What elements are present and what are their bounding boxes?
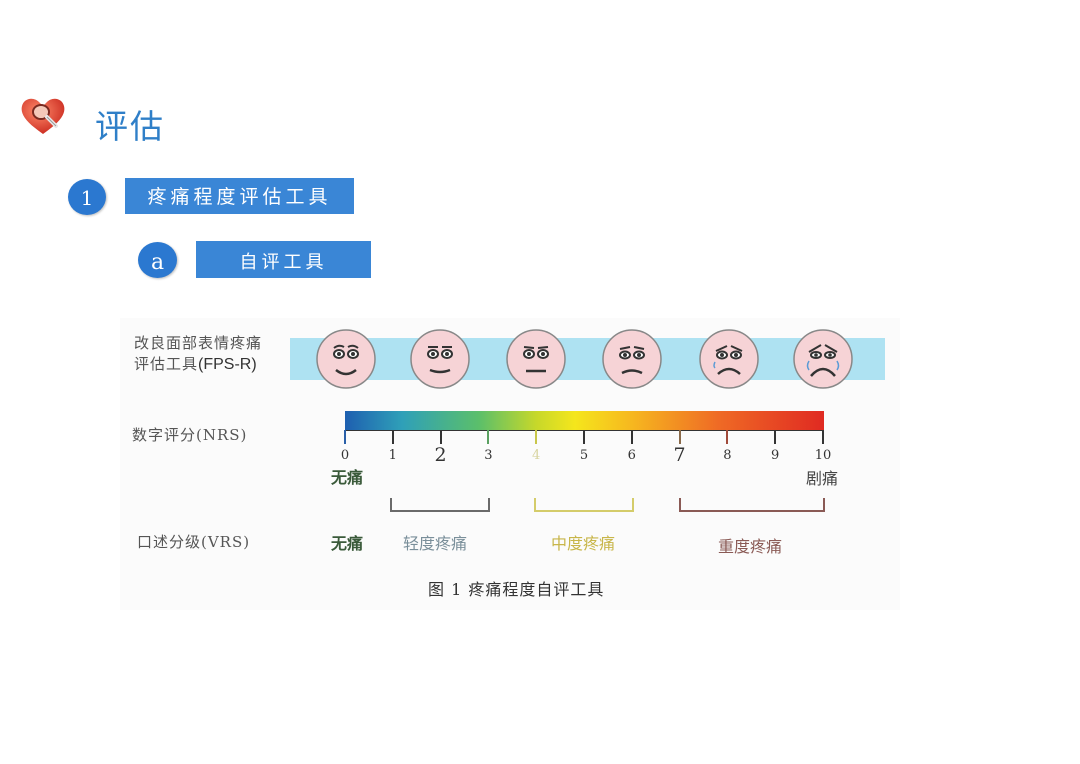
nrs-label: 数字评分(NRS) (132, 426, 248, 444)
face-6-icon (601, 328, 663, 390)
nrs-tick-10 (822, 430, 824, 444)
nrs-tick-6 (630, 430, 633, 444)
severe-bracket (679, 498, 825, 512)
heart-magnifier-icon (18, 94, 68, 136)
face-8-icon (698, 328, 760, 390)
nrs-tick-8 (726, 430, 729, 444)
fps-label-suffix: (FPS-R) (198, 356, 257, 373)
nrs-tick-5 (583, 430, 585, 444)
nrs-number-7: 7 (673, 444, 686, 466)
nrs-tick-2 (439, 430, 442, 444)
nrs-worst-pain-label: 剧痛 (806, 469, 839, 488)
moderate-bracket (534, 498, 634, 512)
nrs-number-5: 5 (579, 448, 589, 463)
subsection-letter-badge: a (138, 242, 177, 278)
vrs-severe: 重度疼痛 (718, 537, 783, 556)
nrs-tick-3 (487, 430, 490, 444)
nrs-no-pain-label: 无痛 (331, 468, 364, 487)
nrs-tick-0 (344, 430, 346, 444)
face-4-icon (505, 328, 567, 390)
fps-r-label: 改良面部表情疼痛 评估工具(FPS-R) (134, 333, 262, 375)
fps-label-line2: 评估工具 (134, 355, 199, 373)
vrs-none: 无痛 (331, 534, 364, 553)
faces-band (290, 338, 885, 380)
nrs-tick-9 (774, 430, 777, 444)
nrs-number-1: 1 (388, 448, 397, 463)
nrs-number-4: 4 (532, 448, 541, 463)
page-title: 评估 (95, 107, 165, 146)
face-10-icon (792, 328, 854, 390)
nrs-number-10: 10 (814, 448, 832, 463)
nrs-number-2: 2 (434, 444, 447, 466)
nrs-tick-7 (678, 430, 681, 444)
figure-caption: 图 1 疼痛程度自评工具 (428, 580, 605, 599)
mild-bracket (390, 498, 490, 512)
section-number-badge: 1 (68, 179, 106, 215)
section-title-bar: 疼痛程度评估工具 (125, 178, 354, 214)
subsection-title-bar: 自评工具 (196, 241, 371, 278)
vrs-label: 口述分级(VRS) (137, 533, 251, 551)
nrs-gradient-bar (345, 411, 824, 430)
fps-label-line1: 改良面部表情疼痛 (134, 334, 263, 352)
nrs-number-8: 8 (723, 448, 732, 463)
vrs-mild: 轻度疼痛 (403, 534, 468, 553)
nrs-tick-1 (391, 430, 394, 444)
nrs-number-0: 0 (340, 448, 350, 463)
nrs-number-9: 9 (771, 448, 780, 463)
nrs-number-6: 6 (627, 448, 636, 463)
nrs-tick-4 (535, 430, 538, 444)
face-2-icon (409, 328, 471, 390)
nrs-number-3: 3 (484, 448, 493, 463)
vrs-moderate: 中度疼痛 (551, 534, 616, 553)
face-0-icon (315, 328, 377, 390)
